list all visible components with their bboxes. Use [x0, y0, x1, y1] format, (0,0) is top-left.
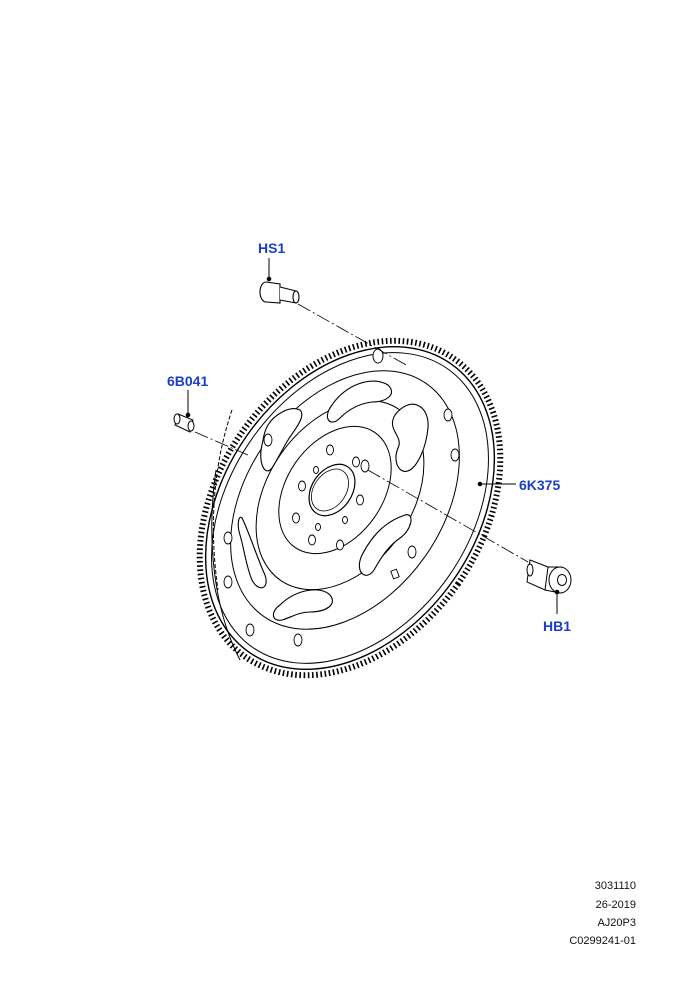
flexplate-hub — [308, 463, 356, 517]
outer-mounting-holes — [223, 348, 460, 647]
assembly-centre-lines — [194, 303, 529, 563]
flexplate-ring-gear — [196, 337, 504, 679]
diagram-engine-code: AJ20P3 — [597, 917, 636, 929]
hs1-bolt-drawing — [259, 281, 300, 304]
callout-hs1[interactable]: HS1 — [258, 240, 286, 256]
diagram-ref-number: 3031110 — [594, 880, 636, 892]
hb1-bolt-drawing — [526, 559, 572, 594]
callout-hb1[interactable]: HB1 — [543, 618, 572, 634]
callout-6b041[interactable]: 6B041 — [167, 373, 209, 389]
flexplate-cutouts — [237, 380, 429, 621]
callout-leader-lines — [185, 258, 560, 614]
hub-bolt-holes — [292, 444, 364, 551]
diagram-date-code: 26-2019 — [595, 899, 636, 911]
callout-6k375[interactable]: 6K375 — [519, 477, 561, 493]
6b041-dowel-drawing — [173, 413, 195, 433]
diagram-illustration-id: C0299241-01 — [569, 935, 636, 947]
